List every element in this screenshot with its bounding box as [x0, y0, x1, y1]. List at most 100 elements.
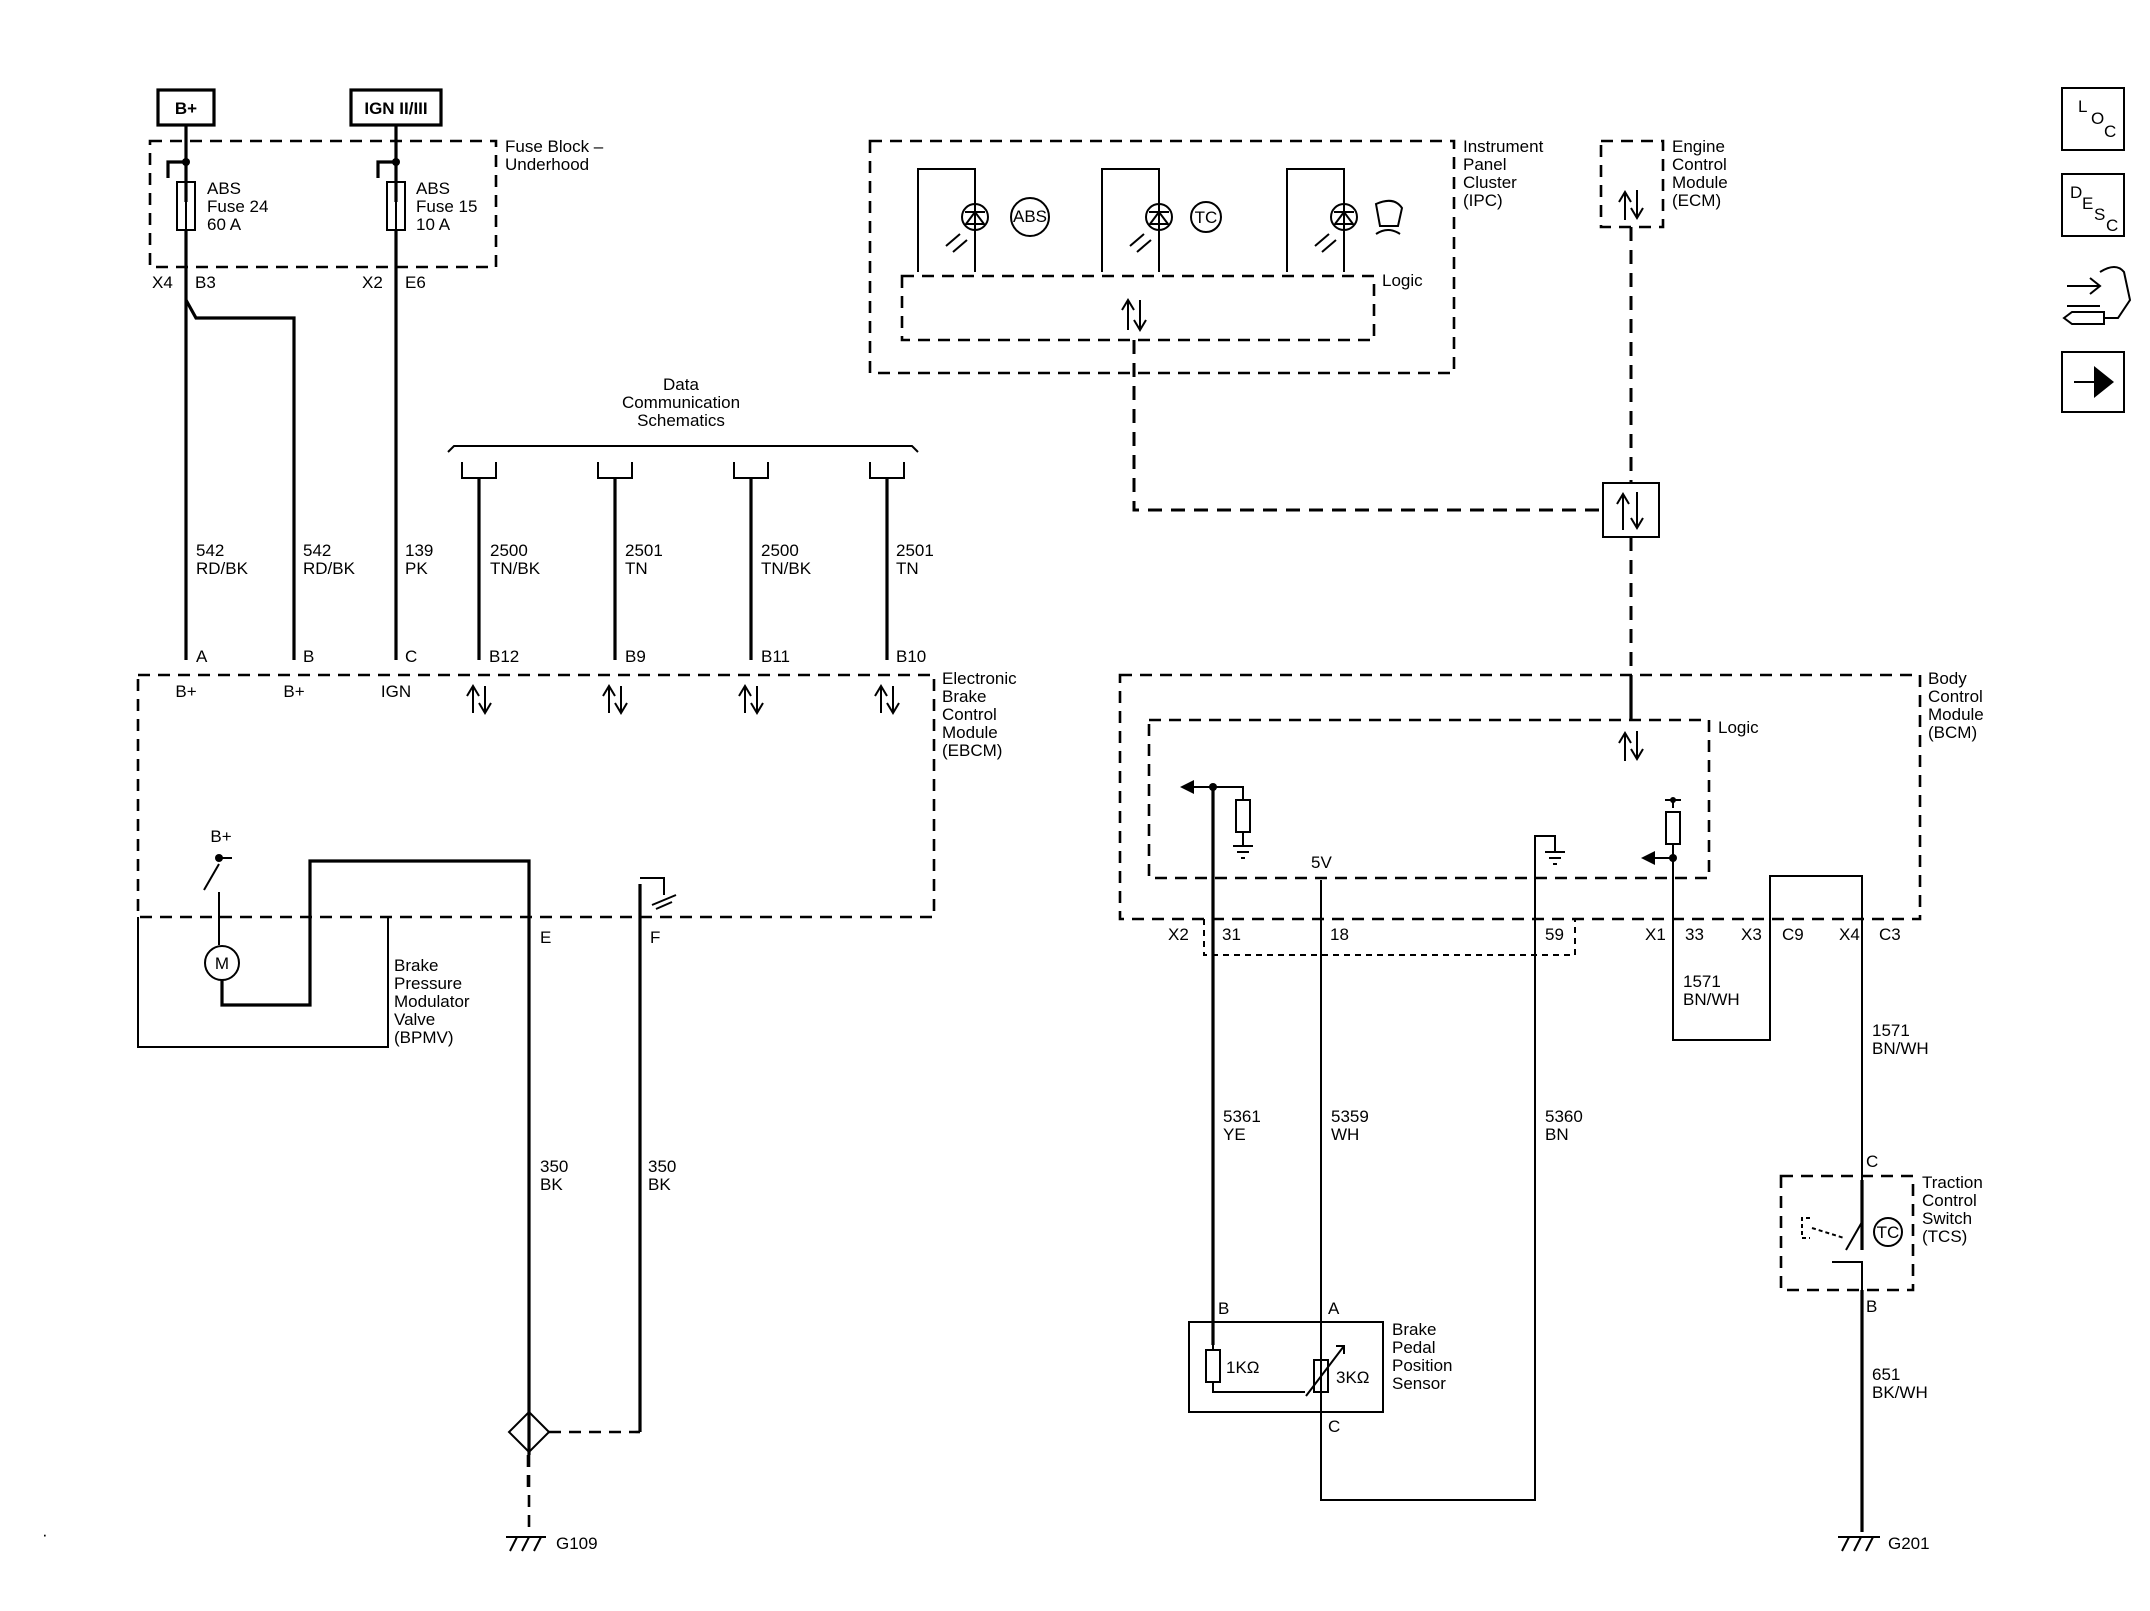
svg-text:5360: 5360 [1545, 1107, 1583, 1126]
splice-diamond [507, 1410, 551, 1454]
bpmv-valve: Brake Pressure Modulator Valve (BPMV) [137, 917, 470, 1048]
svg-text:B: B [1218, 1299, 1229, 1318]
connector-view-button[interactable] [2062, 266, 2132, 325]
svg-text:Communication: Communication [622, 393, 740, 412]
svg-text:BK/WH: BK/WH [1872, 1383, 1928, 1402]
svg-text:Control: Control [1672, 155, 1727, 174]
location-view-button[interactable]: L O C [2061, 87, 2125, 151]
svg-text:651: 651 [1872, 1365, 1900, 1384]
ground-g109: G109 [506, 1534, 598, 1553]
svg-text:60 A: 60 A [207, 215, 242, 234]
svg-text:ABS: ABS [207, 179, 241, 198]
svg-text:B+: B+ [175, 99, 197, 118]
svg-text:1571: 1571 [1872, 1021, 1910, 1040]
svg-text:Module: Module [1928, 705, 1984, 724]
svg-text:Valve: Valve [394, 1010, 435, 1029]
brake-pedal-position-sensor: Brake Pedal Position Sensor B A C 1KΩ 3K… [1188, 1299, 1452, 1436]
svg-text:C: C [405, 647, 417, 666]
svg-text:Module: Module [942, 723, 998, 742]
svg-text:L: L [2078, 97, 2087, 116]
svg-text:Schematics: Schematics [637, 411, 725, 430]
ign-source: IGN II/III [349, 88, 443, 127]
svg-text:WH: WH [1331, 1125, 1359, 1144]
description-view-button[interactable]: D E S C [2061, 173, 2125, 237]
bcm-module: Body Control Module (BCM) Logic 5V X2 31… [1118, 669, 1984, 956]
fuse-block-underhood: Fuse Block – Underhood ABS Fuse 24 60 A … [148, 137, 604, 292]
svg-text:2500: 2500 [761, 541, 799, 560]
next-page-button[interactable] [2061, 351, 2125, 413]
svg-text:B9: B9 [625, 647, 646, 666]
svg-text:Brake: Brake [942, 687, 986, 706]
svg-text:BK: BK [648, 1175, 671, 1194]
svg-text:Instrument: Instrument [1463, 137, 1544, 156]
svg-text:Fuse 24: Fuse 24 [207, 197, 268, 216]
svg-text:(TCS): (TCS) [1922, 1227, 1967, 1246]
svg-text:IGN II/III: IGN II/III [364, 99, 427, 118]
svg-text:Traction: Traction [1922, 1173, 1983, 1192]
svg-text:Control: Control [1928, 687, 1983, 706]
svg-text:Brake: Brake [1392, 1320, 1436, 1339]
svg-text:O: O [2091, 109, 2104, 128]
traction-control-icon [1190, 201, 1222, 233]
svg-text:BN: BN [1545, 1125, 1569, 1144]
ipc-module: Instrument Panel Cluster (IPC) Logic ABS… [868, 137, 1544, 375]
svg-text:B3: B3 [195, 273, 216, 292]
svg-text:B: B [1866, 1297, 1877, 1316]
svg-text:A: A [1328, 1299, 1340, 1318]
svg-text:X4: X4 [152, 273, 173, 292]
svg-text:F: F [650, 928, 660, 947]
svg-text:C: C [1328, 1417, 1340, 1436]
svg-text:RD/BK: RD/BK [196, 559, 249, 578]
svg-text:Electronic: Electronic [942, 669, 1017, 688]
svg-text:C: C [1866, 1152, 1878, 1171]
svg-text:B: B [303, 647, 314, 666]
svg-text:2501: 2501 [896, 541, 934, 560]
svg-text:1571: 1571 [1683, 972, 1721, 991]
svg-text:E6: E6 [405, 273, 426, 292]
svg-text:X4: X4 [1839, 925, 1860, 944]
svg-text:Data: Data [663, 375, 699, 394]
svg-text:5361: 5361 [1223, 1107, 1261, 1126]
svg-text:Fuse 15: Fuse 15 [416, 197, 477, 216]
svg-text:1KΩ: 1KΩ [1226, 1358, 1260, 1377]
svg-text:G109: G109 [556, 1534, 598, 1553]
svg-text:TN: TN [625, 559, 648, 578]
svg-text:(EBCM): (EBCM) [942, 741, 1002, 760]
svg-text:B+: B+ [175, 682, 196, 701]
svg-text:BN/WH: BN/WH [1683, 990, 1740, 1009]
b-plus-source: B+ [156, 88, 216, 127]
svg-text:350: 350 [648, 1157, 676, 1176]
data-communication-schematics: Data Communication Schematics [447, 375, 919, 479]
svg-text:C: C [2104, 122, 2116, 141]
svg-text:S: S [2094, 205, 2105, 224]
svg-text:B+: B+ [283, 682, 304, 701]
svg-text:TC: TC [1877, 1223, 1900, 1242]
svg-text:5V: 5V [1311, 853, 1332, 872]
svg-text:C9: C9 [1782, 925, 1804, 944]
svg-text:Body: Body [1928, 669, 1967, 688]
svg-text:X2: X2 [1168, 925, 1189, 944]
svg-text:Logic: Logic [1718, 718, 1759, 737]
svg-text:Pedal: Pedal [1392, 1338, 1435, 1357]
svg-text:Underhood: Underhood [505, 155, 589, 174]
svg-text:TN/BK: TN/BK [490, 559, 541, 578]
svg-text:B+: B+ [210, 827, 231, 846]
svg-text:Switch: Switch [1922, 1209, 1972, 1228]
svg-text:D: D [2070, 183, 2082, 202]
svg-text:Brake: Brake [394, 956, 438, 975]
svg-text:X2: X2 [362, 273, 383, 292]
svg-text:B12: B12 [489, 647, 519, 666]
svg-text:M: M [215, 954, 229, 973]
bidir-data-icons [466, 684, 900, 715]
svg-text:Engine: Engine [1672, 137, 1725, 156]
svg-text:TC: TC [1195, 208, 1218, 227]
svg-text:IGN: IGN [381, 682, 411, 701]
svg-text:X3: X3 [1741, 925, 1762, 944]
ecm-module: Engine Control Module (ECM) [1599, 137, 1728, 229]
svg-text:5359: 5359 [1331, 1107, 1369, 1126]
location-icon: L O C [2078, 97, 2116, 141]
